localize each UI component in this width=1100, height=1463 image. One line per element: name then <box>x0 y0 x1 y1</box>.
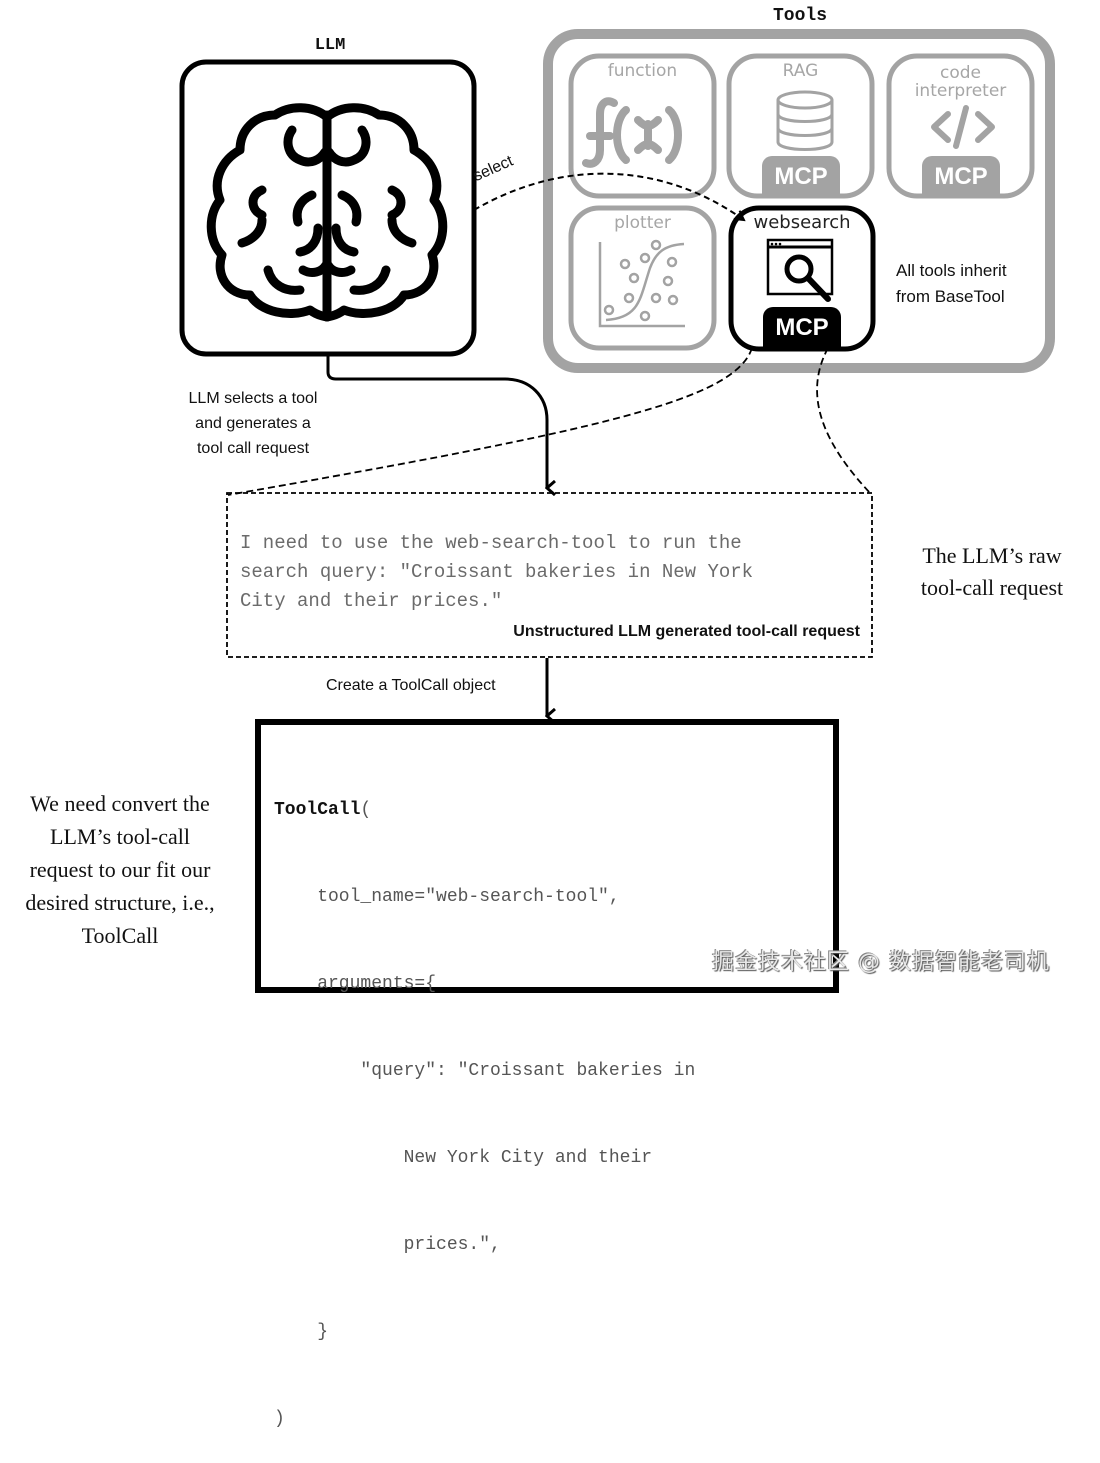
scatter-plot-icon <box>598 239 685 328</box>
convert-note: We need convert the LLM’s tool-call requ… <box>2 787 238 952</box>
tool-label-code-interpreter: code interpreter <box>889 64 1032 100</box>
mcp-badge-websearch: MCP <box>763 307 841 347</box>
convert-note-line: We need convert the <box>30 791 210 816</box>
convert-note-line: LLM’s tool-call <box>50 824 190 849</box>
zoom-line-left <box>227 347 753 496</box>
code-line: } <box>274 1322 329 1342</box>
tool-label-plotter: plotter <box>614 213 671 233</box>
inherit-note-line: from BaseTool <box>896 287 1005 306</box>
tool-label-line: interpreter <box>914 81 1007 101</box>
mcp-badge-code-interpreter: MCP <box>922 156 1000 196</box>
llm-to-request-arrow <box>326 355 547 488</box>
raw-request-text: I need to use the web-search-tool to run… <box>240 529 860 616</box>
llm-select-note-line: LLM selects a tool <box>188 390 318 407</box>
llm-select-note-line: and generates a <box>195 415 311 432</box>
toolcall-keyword: ToolCall <box>274 800 361 820</box>
tool-label-rag: RAG <box>782 61 819 81</box>
tools-container <box>543 29 1055 373</box>
toolcall-box <box>255 719 839 993</box>
raw-request-box <box>226 492 873 658</box>
zoom-line-right <box>816 347 871 494</box>
toolcall-open-paren: ( <box>360 800 372 820</box>
mcp-badge-rag: MCP <box>762 156 840 196</box>
inherit-note: All tools inherit from BaseTool <box>896 258 1046 310</box>
browser-search-icon <box>766 238 834 302</box>
llm-title: LLM <box>314 36 346 55</box>
tool-label-websearch: websearch <box>753 212 851 233</box>
raw-request-caption: Unstructured LLM generated tool-call req… <box>513 623 860 640</box>
raw-request-line: I need to use the web-search-tool to run… <box>240 532 742 554</box>
convert-note-line: request to our fit our <box>29 857 211 882</box>
brain-icon <box>206 103 448 322</box>
llm-select-note-line: tool call request <box>196 440 310 457</box>
code-line: "query": "Croissant bakeries in <box>274 1061 696 1081</box>
raw-side-note-line: tool-call request <box>920 575 1064 600</box>
code-line: New York City and their <box>274 1148 653 1168</box>
database-icon <box>776 90 834 151</box>
watermark: 掘金技术社区 @ 数据智能老司机 <box>712 950 1050 975</box>
select-arrow <box>473 172 744 220</box>
convert-note-line: ToolCall <box>81 923 159 948</box>
raw-side-note-line: The LLM’s raw <box>922 543 1062 568</box>
tool-label-function: function <box>607 61 678 81</box>
raw-request-line: City and their prices." <box>240 590 503 612</box>
code-line-header: ToolCall( <box>274 796 834 825</box>
toolcall-code: ToolCall( tool_name="web-search-tool", a… <box>274 738 834 1463</box>
create-toolcall-label: Create a ToolCall object <box>326 677 496 694</box>
raw-request-side-note: The LLM’s raw tool-call request <box>900 540 1084 604</box>
function-fx-icon <box>582 97 682 168</box>
code-line: ) <box>274 1409 285 1429</box>
code-line: tool_name="web-search-tool", <box>274 887 620 907</box>
llm-select-note: LLM selects a tool and generates a tool … <box>168 386 338 461</box>
convert-note-line: desired structure, i.e., <box>25 890 215 915</box>
tools-title: Tools <box>772 6 827 26</box>
raw-request-line: search query: "Croissant bakeries in New… <box>240 561 754 583</box>
code-line: prices.", <box>274 1235 501 1255</box>
code-brackets-icon <box>931 105 995 149</box>
code-line: arguments={ <box>274 974 437 994</box>
inherit-note-line: All tools inherit <box>896 261 1007 280</box>
tool-label-line: code <box>940 63 981 83</box>
